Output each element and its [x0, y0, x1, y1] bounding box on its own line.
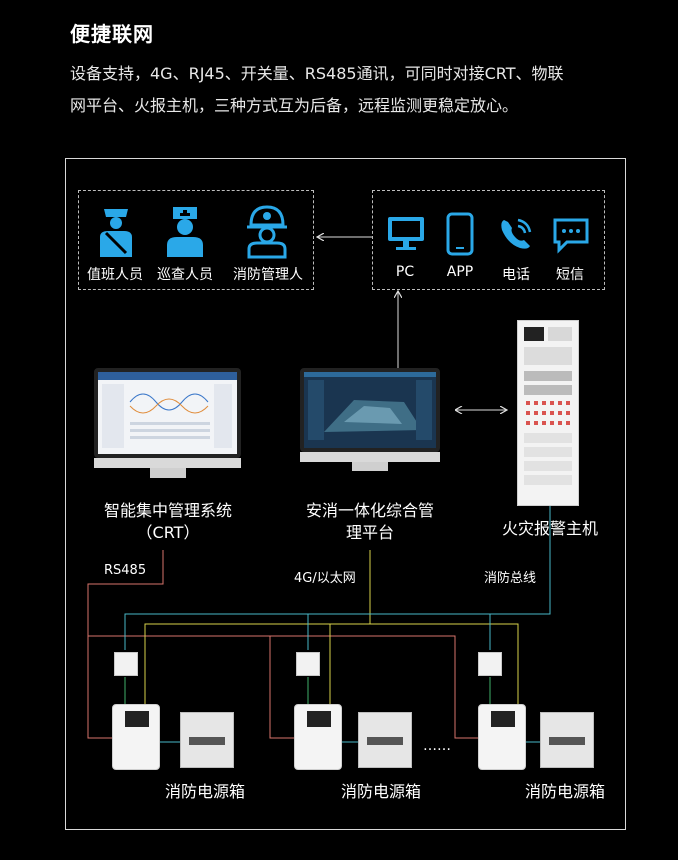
- phone-icon: [446, 212, 474, 256]
- link-label-network: 4G/以太网: [294, 571, 356, 586]
- guard-icon: [100, 209, 132, 257]
- power-box-3: [540, 712, 594, 768]
- crt-label-line-2: （CRT）: [136, 523, 200, 542]
- crt-screen-content: [98, 372, 237, 448]
- cabinet-panel: [524, 327, 572, 485]
- power-box-label-3: 消防电源箱: [524, 782, 605, 801]
- rs485-wiring: [87, 550, 480, 739]
- more-devices-ellipsis: ……: [423, 738, 451, 754]
- power-box-label-1: 消防电源箱: [164, 782, 245, 801]
- crt-label-line-1: 智能集中管理系统: [103, 501, 232, 520]
- intro-text: 设备支持，4G、RJ45、开关量、RS485通讯，可同时对接CRT、物联 网平台…: [70, 58, 650, 122]
- sms-icon: [553, 218, 589, 254]
- platform-system-label: 安消一体化综合管 理平台: [290, 500, 450, 544]
- intro-line-1: 设备支持，4G、RJ45、开关量、RS485通讯，可同时对接CRT、物联: [70, 64, 564, 83]
- platform-screen-content: [304, 372, 436, 448]
- power-box-1: [180, 712, 234, 768]
- personnel-group: [78, 190, 314, 290]
- monitor-device-2: [294, 704, 342, 770]
- monitor-device-1: [112, 704, 160, 770]
- monitor-device-3: [478, 704, 526, 770]
- terminals-group: [372, 190, 605, 290]
- io-module-1: [114, 652, 138, 676]
- intro-line-2: 网平台、火报主机，三种方式互为后备，远程监测更稳定放心。: [70, 96, 519, 115]
- crt-system-label: 智能集中管理系统 （CRT）: [78, 500, 258, 544]
- personnel-label-manager: 消防管理人: [233, 267, 303, 283]
- io-module-3: [478, 652, 502, 676]
- power-box-label-2: 消防电源箱: [340, 782, 421, 801]
- io-module-2: [296, 652, 320, 676]
- call-icon: [501, 218, 532, 249]
- firefighter-icon: [247, 205, 287, 259]
- diagram-frame: [65, 158, 626, 830]
- link-label-rs485: RS485: [104, 563, 147, 578]
- fire-alarm-label: 火灾报警主机: [501, 519, 598, 538]
- power-box-2: [358, 712, 412, 768]
- link-label-firebus: 消防总线: [484, 571, 537, 586]
- network-wiring: [144, 550, 519, 705]
- nurse-icon: [167, 207, 203, 257]
- platform-label-line-2: 理平台: [345, 523, 394, 542]
- terminal-label-app: APP: [446, 264, 474, 280]
- module-links: [124, 677, 491, 705]
- section-title: 便捷联网: [70, 22, 154, 46]
- monitor-icon: [388, 217, 424, 250]
- terminal-label-call: 电话: [502, 267, 530, 283]
- personnel-label-patrol: 巡查人员: [157, 267, 213, 283]
- platform-label-line-1: 安消一体化综合管: [305, 501, 434, 520]
- fire-alarm-cabinet: [517, 320, 579, 506]
- terminal-label-sms: 短信: [556, 267, 584, 283]
- terminal-label-pc: PC: [395, 264, 415, 280]
- personnel-label-duty: 值班人员: [87, 267, 143, 283]
